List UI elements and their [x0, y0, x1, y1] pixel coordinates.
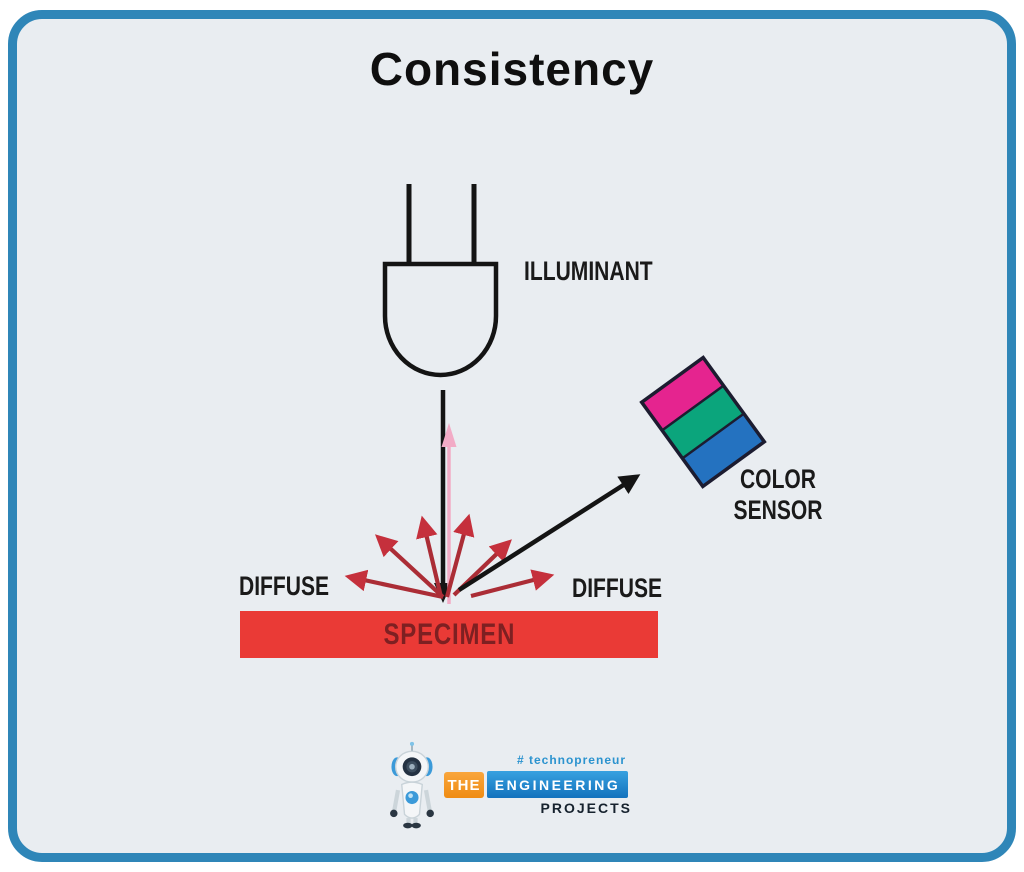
specimen-label: SPECIMEN: [383, 617, 515, 651]
engineering-projects-logo: # technopreneur THE ENGINEERING PROJECTS: [384, 736, 640, 832]
color-sensor-icon: [639, 355, 767, 489]
diffuse-left-label: DIFFUSE: [239, 571, 330, 601]
color-sensor-label-line2: SENSOR: [733, 495, 823, 525]
logo-the-badge: THE: [444, 772, 484, 798]
logo-projects-text: PROJECTS: [540, 800, 632, 816]
diffuse-scatter-arrows-icon: [344, 513, 555, 600]
page-title: Consistency: [369, 43, 655, 95]
illuminant-bulb-icon: [382, 184, 499, 378]
color-sensor-label: COLOR SENSOR: [727, 464, 828, 526]
pink-upward-arrow-icon: [441, 423, 457, 604]
specimen-bar: SPECIMEN: [240, 611, 658, 658]
logo-hashtag-text: # technopreneur: [516, 753, 626, 767]
color-sensor-label-line1: COLOR: [739, 464, 817, 494]
robot-mascot-icon: [390, 741, 434, 829]
diffuse-right-label: DIFFUSE: [572, 573, 663, 603]
diagram-frame: [8, 10, 1016, 862]
logo-engineering-badge: ENGINEERING: [487, 771, 628, 798]
illuminant-label: ILLUMINANT: [524, 256, 653, 286]
specular-ray-arrow-icon: [457, 474, 641, 592]
